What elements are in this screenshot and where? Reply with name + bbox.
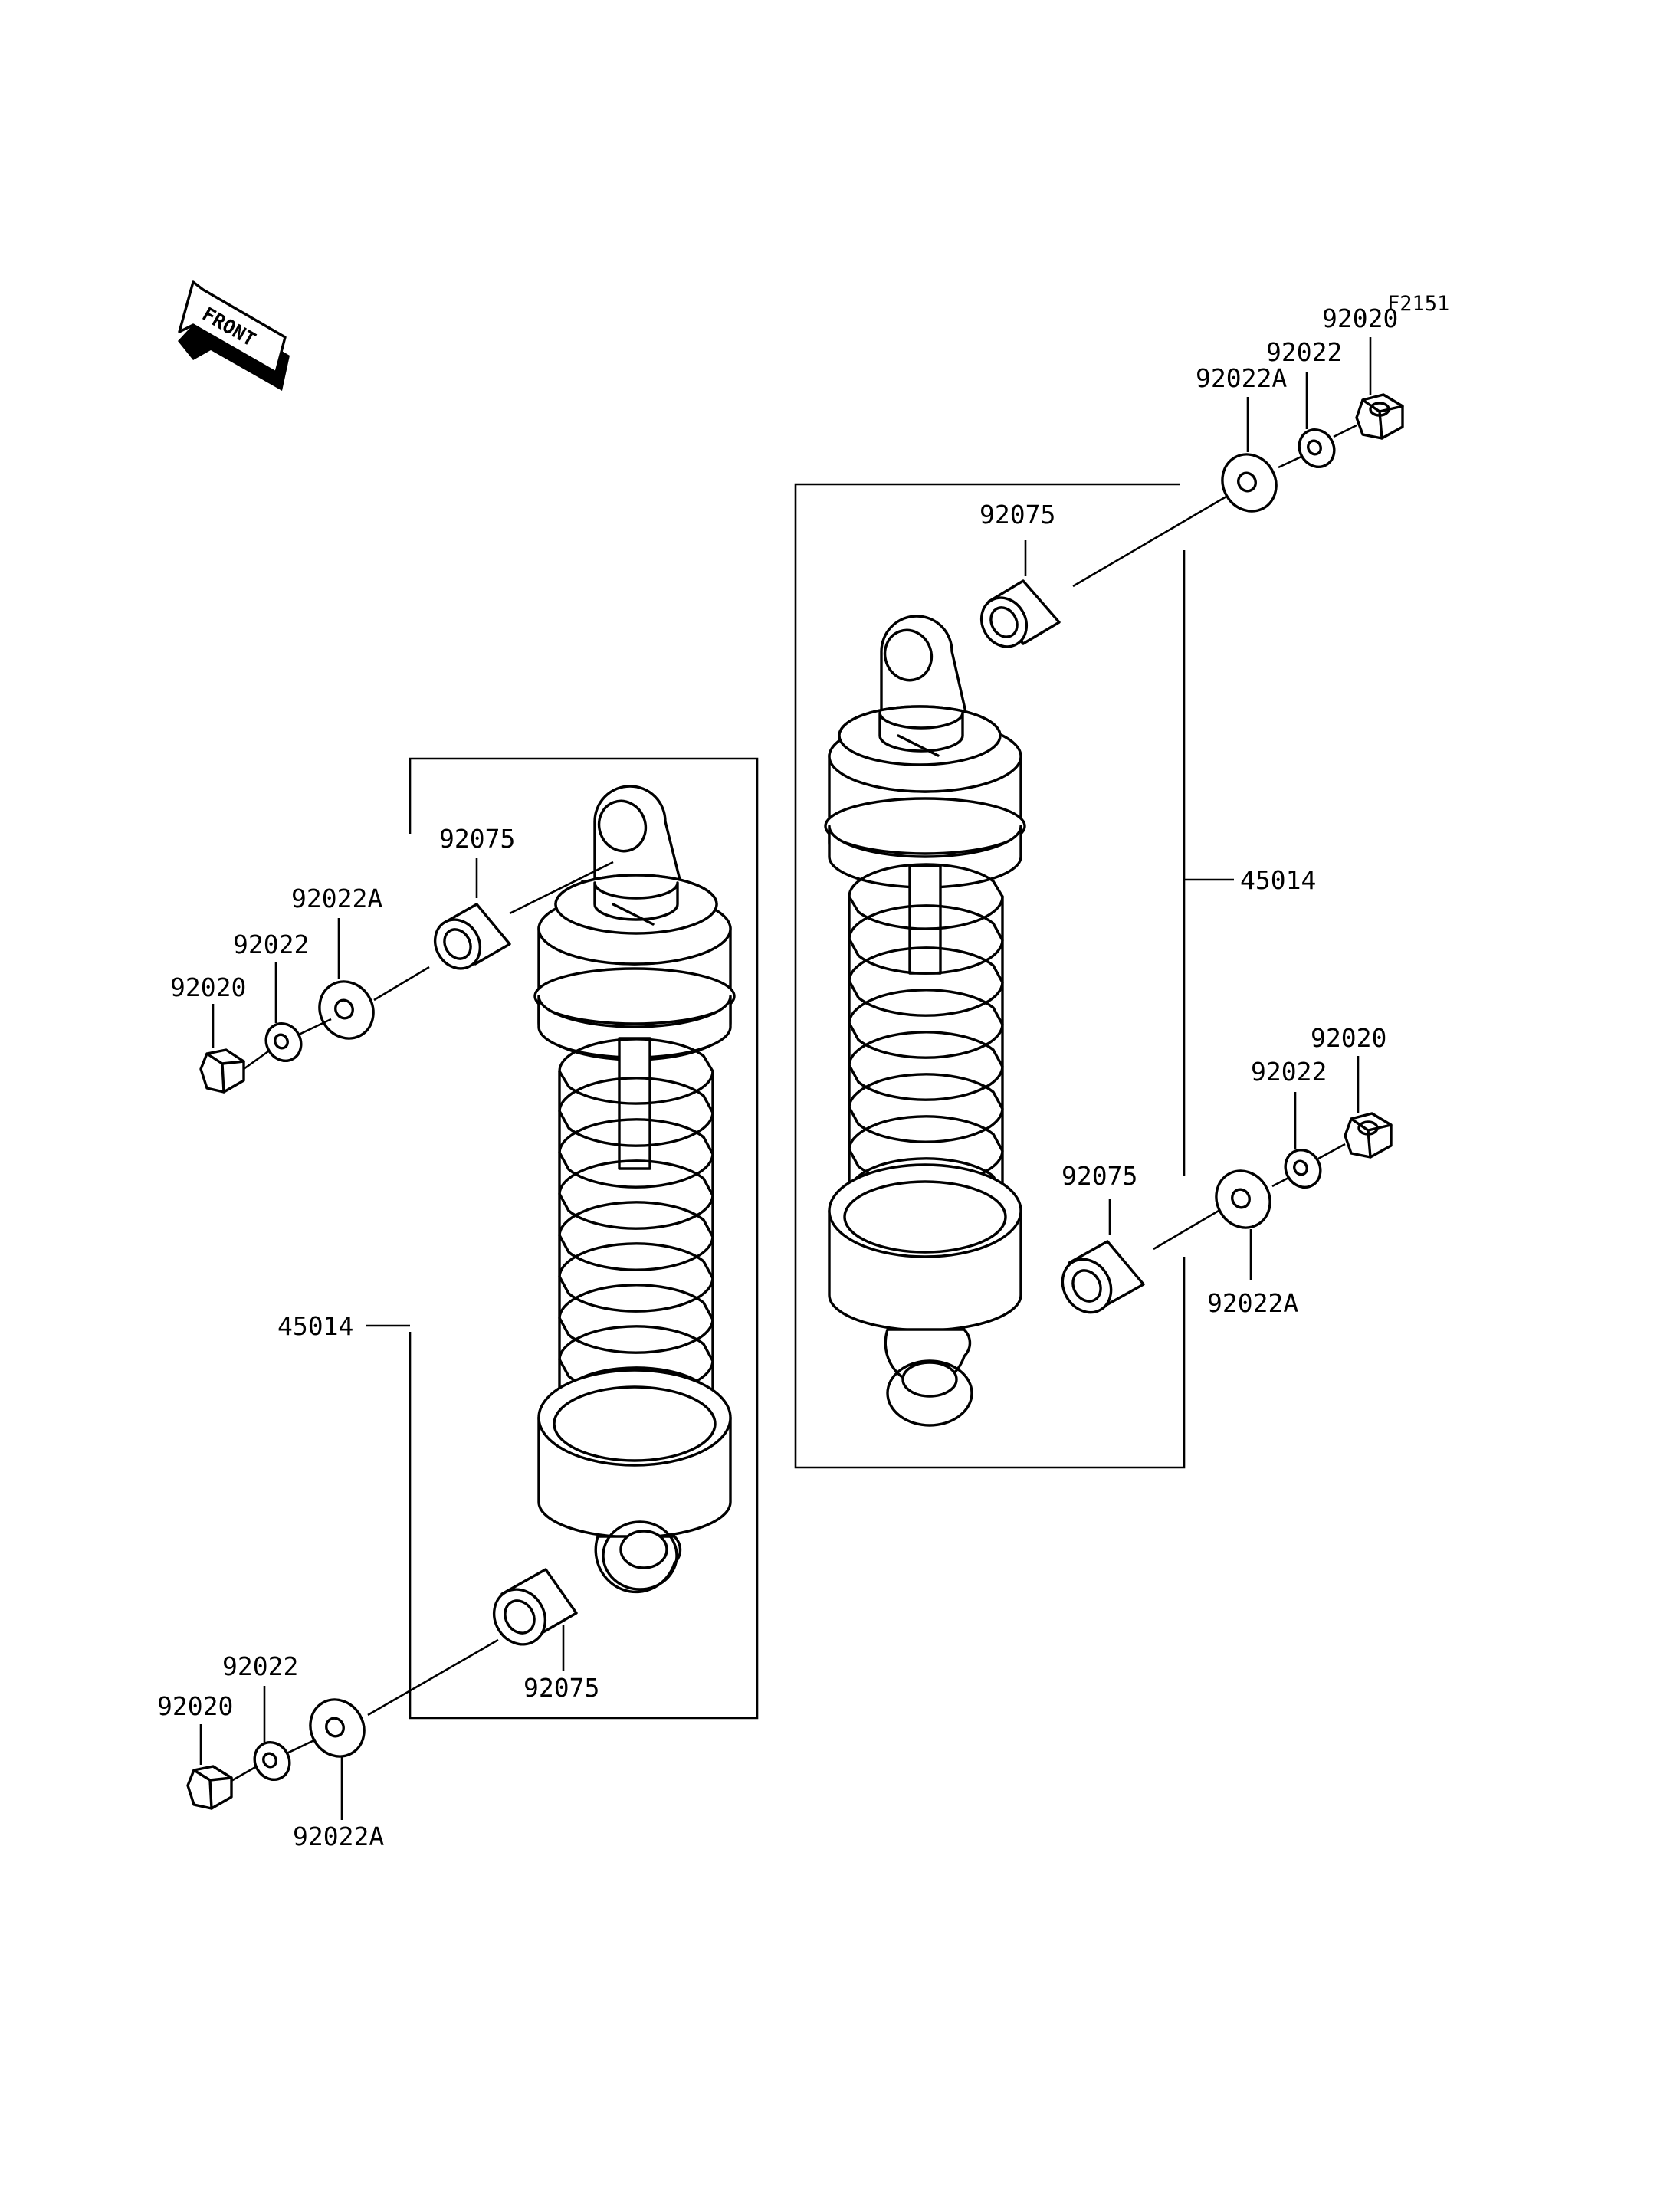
left-lower-collar-label: 92075 — [523, 1673, 599, 1703]
left-lower-lock-washer-icon — [253, 1741, 291, 1781]
right-upper-nut-label: 92020 — [1322, 303, 1398, 333]
right-upper-nut-icon — [1355, 393, 1404, 440]
right-shock-label: 45014 — [1240, 865, 1316, 895]
left-lower-lock-washer-label: 92022 — [222, 1651, 298, 1681]
left-upper-collar-icon — [433, 903, 511, 970]
right-upper-collar-icon — [979, 579, 1061, 648]
right-lower-lock-washer-icon — [1284, 1149, 1322, 1189]
left-upper-washer-icon — [318, 980, 375, 1040]
left-lower-collar-icon — [492, 1568, 578, 1646]
right-lower-collar-icon — [1061, 1240, 1145, 1314]
left-lower-washer-label: 92022A — [293, 1822, 384, 1851]
left-lower-nut-icon — [186, 1765, 233, 1810]
left-shock-absorber — [533, 785, 736, 1594]
right-lower-lock-washer-label: 92022 — [1251, 1057, 1327, 1087]
right-lower-collar-label: 92075 — [1061, 1161, 1137, 1191]
right-upper-washer-icon — [1221, 453, 1278, 513]
right-upper-washer-label: 92022A — [1196, 363, 1287, 393]
left-lower-nut-label: 92020 — [157, 1691, 233, 1721]
left-shock-label: 45014 — [277, 1311, 353, 1341]
front-arrow-icon: FRONT — [178, 280, 290, 391]
right-lower-washer-icon — [1215, 1169, 1271, 1229]
right-assembly-bracket — [794, 483, 1186, 1469]
right-upper-lock-washer-icon — [1298, 428, 1336, 468]
left-lower-washer-icon — [309, 1698, 366, 1758]
right-lower-washer-label: 92022A — [1207, 1288, 1298, 1318]
right-lower-nut-label: 92020 — [1311, 1023, 1386, 1053]
left-upper-lock-washer-icon — [264, 1022, 303, 1062]
right-lower-nut-icon — [1344, 1112, 1393, 1159]
right-upper-collar-label: 92075 — [979, 500, 1055, 530]
left-upper-collar-label: 92075 — [439, 824, 515, 854]
left-upper-lock-washer-label: 92022 — [233, 930, 309, 959]
right-upper-lock-washer-label: 92022 — [1266, 337, 1342, 367]
left-upper-nut-label: 92020 — [170, 972, 246, 1002]
right-shock-absorber — [824, 615, 1026, 1427]
left-assembly-bracket — [409, 757, 759, 1720]
left-upper-washer-label: 92022A — [291, 884, 382, 913]
right-spring — [848, 863, 1004, 1228]
figure-code: F2151 — [1387, 292, 1449, 316]
left-upper-nut-icon — [199, 1048, 245, 1094]
